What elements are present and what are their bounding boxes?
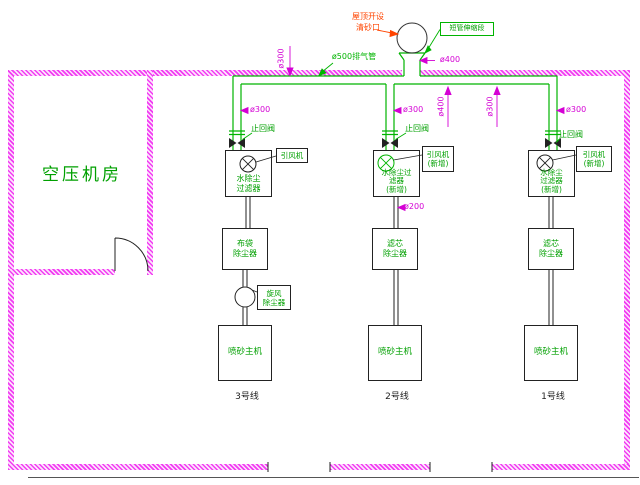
mid-drop-dim-a: ø400 — [436, 96, 446, 117]
cyclone-icon — [234, 286, 256, 308]
flex-joint-label: 短管伸缩段 — [440, 22, 494, 36]
roof-riser-dim: ø400 — [439, 55, 461, 65]
room-wall-bottom — [8, 269, 115, 275]
leader-lines — [251, 154, 577, 293]
cartridge-collector-box-line2: 滤芯 除尘器 — [372, 228, 418, 270]
outer-wall-right — [624, 70, 630, 470]
door-swing — [114, 237, 149, 272]
fan-label-line2: 引风机 (新增) — [422, 146, 454, 172]
check-valve-icon — [553, 138, 561, 148]
blast-machine-box-line1: 喷砂主机 — [524, 325, 578, 381]
cartridge-collector-box-line1: 滤芯 除尘器 — [528, 228, 574, 270]
water-filter-box-line2: 水除尘过 滤器 (新增) — [373, 150, 420, 197]
check-valve-icon — [390, 138, 398, 148]
blast-machine-box-line2: 喷砂主机 — [368, 325, 422, 381]
outer-wall-top-left — [8, 70, 402, 76]
room-wall-right — [147, 70, 153, 275]
branch-dim-line1: ø300 — [566, 104, 587, 114]
exhaust-header-duct — [229, 52, 561, 150]
water-filter-box-line1: 水除尘 过滤器 (新增) — [528, 150, 575, 197]
line1-caption: 1号线 — [541, 392, 565, 403]
roof-note-leader — [376, 29, 400, 38]
outer-wall-bottom-1 — [8, 464, 268, 470]
branch-dim-line2: ø300 — [403, 104, 424, 114]
bag-collector-box-line3: 布袋 除尘器 — [222, 228, 268, 270]
green-leaders — [242, 29, 561, 143]
check-valve-icon — [382, 138, 390, 148]
check-valve-label-line1: 止回阀 — [559, 129, 583, 139]
check-valve-icon — [229, 138, 237, 148]
pipe-dim-line2: ø200 — [404, 201, 425, 211]
check-valve-symbols — [229, 138, 561, 148]
equipment-pipes — [242, 197, 554, 325]
left-riser-dim: ø300 — [276, 48, 286, 69]
room-title: 空压机房 — [42, 165, 122, 186]
fan-label-line1: 引风机 (新增) — [576, 146, 612, 172]
roof-fan-circle — [396, 22, 428, 54]
check-valve-label-line2: 止回阀 — [405, 123, 429, 133]
water-filter-box-line3: 水除尘 过滤器 — [225, 150, 272, 197]
main-duct-dim: ø500排气管 — [331, 52, 377, 62]
fan-icon-line3 — [239, 155, 257, 173]
outer-wall-bottom-3 — [492, 464, 630, 470]
check-valve-icon — [237, 138, 245, 148]
line3-caption: 3号线 — [235, 392, 259, 403]
check-valve-icon — [545, 138, 553, 148]
mid-drop-dim-b: ø300 — [485, 96, 495, 117]
outer-wall-bottom-2 — [330, 464, 430, 470]
outer-wall-top-right — [420, 70, 630, 76]
branch-dim-line3: ø300 — [250, 104, 271, 114]
line2-caption: 2号线 — [385, 392, 409, 403]
dimension-lines — [239, 46, 565, 212]
roof-vent-cap — [396, 22, 428, 54]
fan-icon-line1 — [536, 154, 554, 172]
door-jambs — [267, 462, 493, 472]
blast-machine-box-line3: 喷砂主机 — [218, 325, 272, 381]
check-valve-label-line3: 止回阀 — [251, 123, 275, 133]
fan-label-line3: 引风机 — [276, 148, 308, 163]
roof-opening-note: 屋顶开设 清砂口 — [352, 12, 384, 32]
fan-icon-line2 — [377, 154, 395, 172]
cyclone-label: 旋风 除尘器 — [257, 285, 291, 310]
